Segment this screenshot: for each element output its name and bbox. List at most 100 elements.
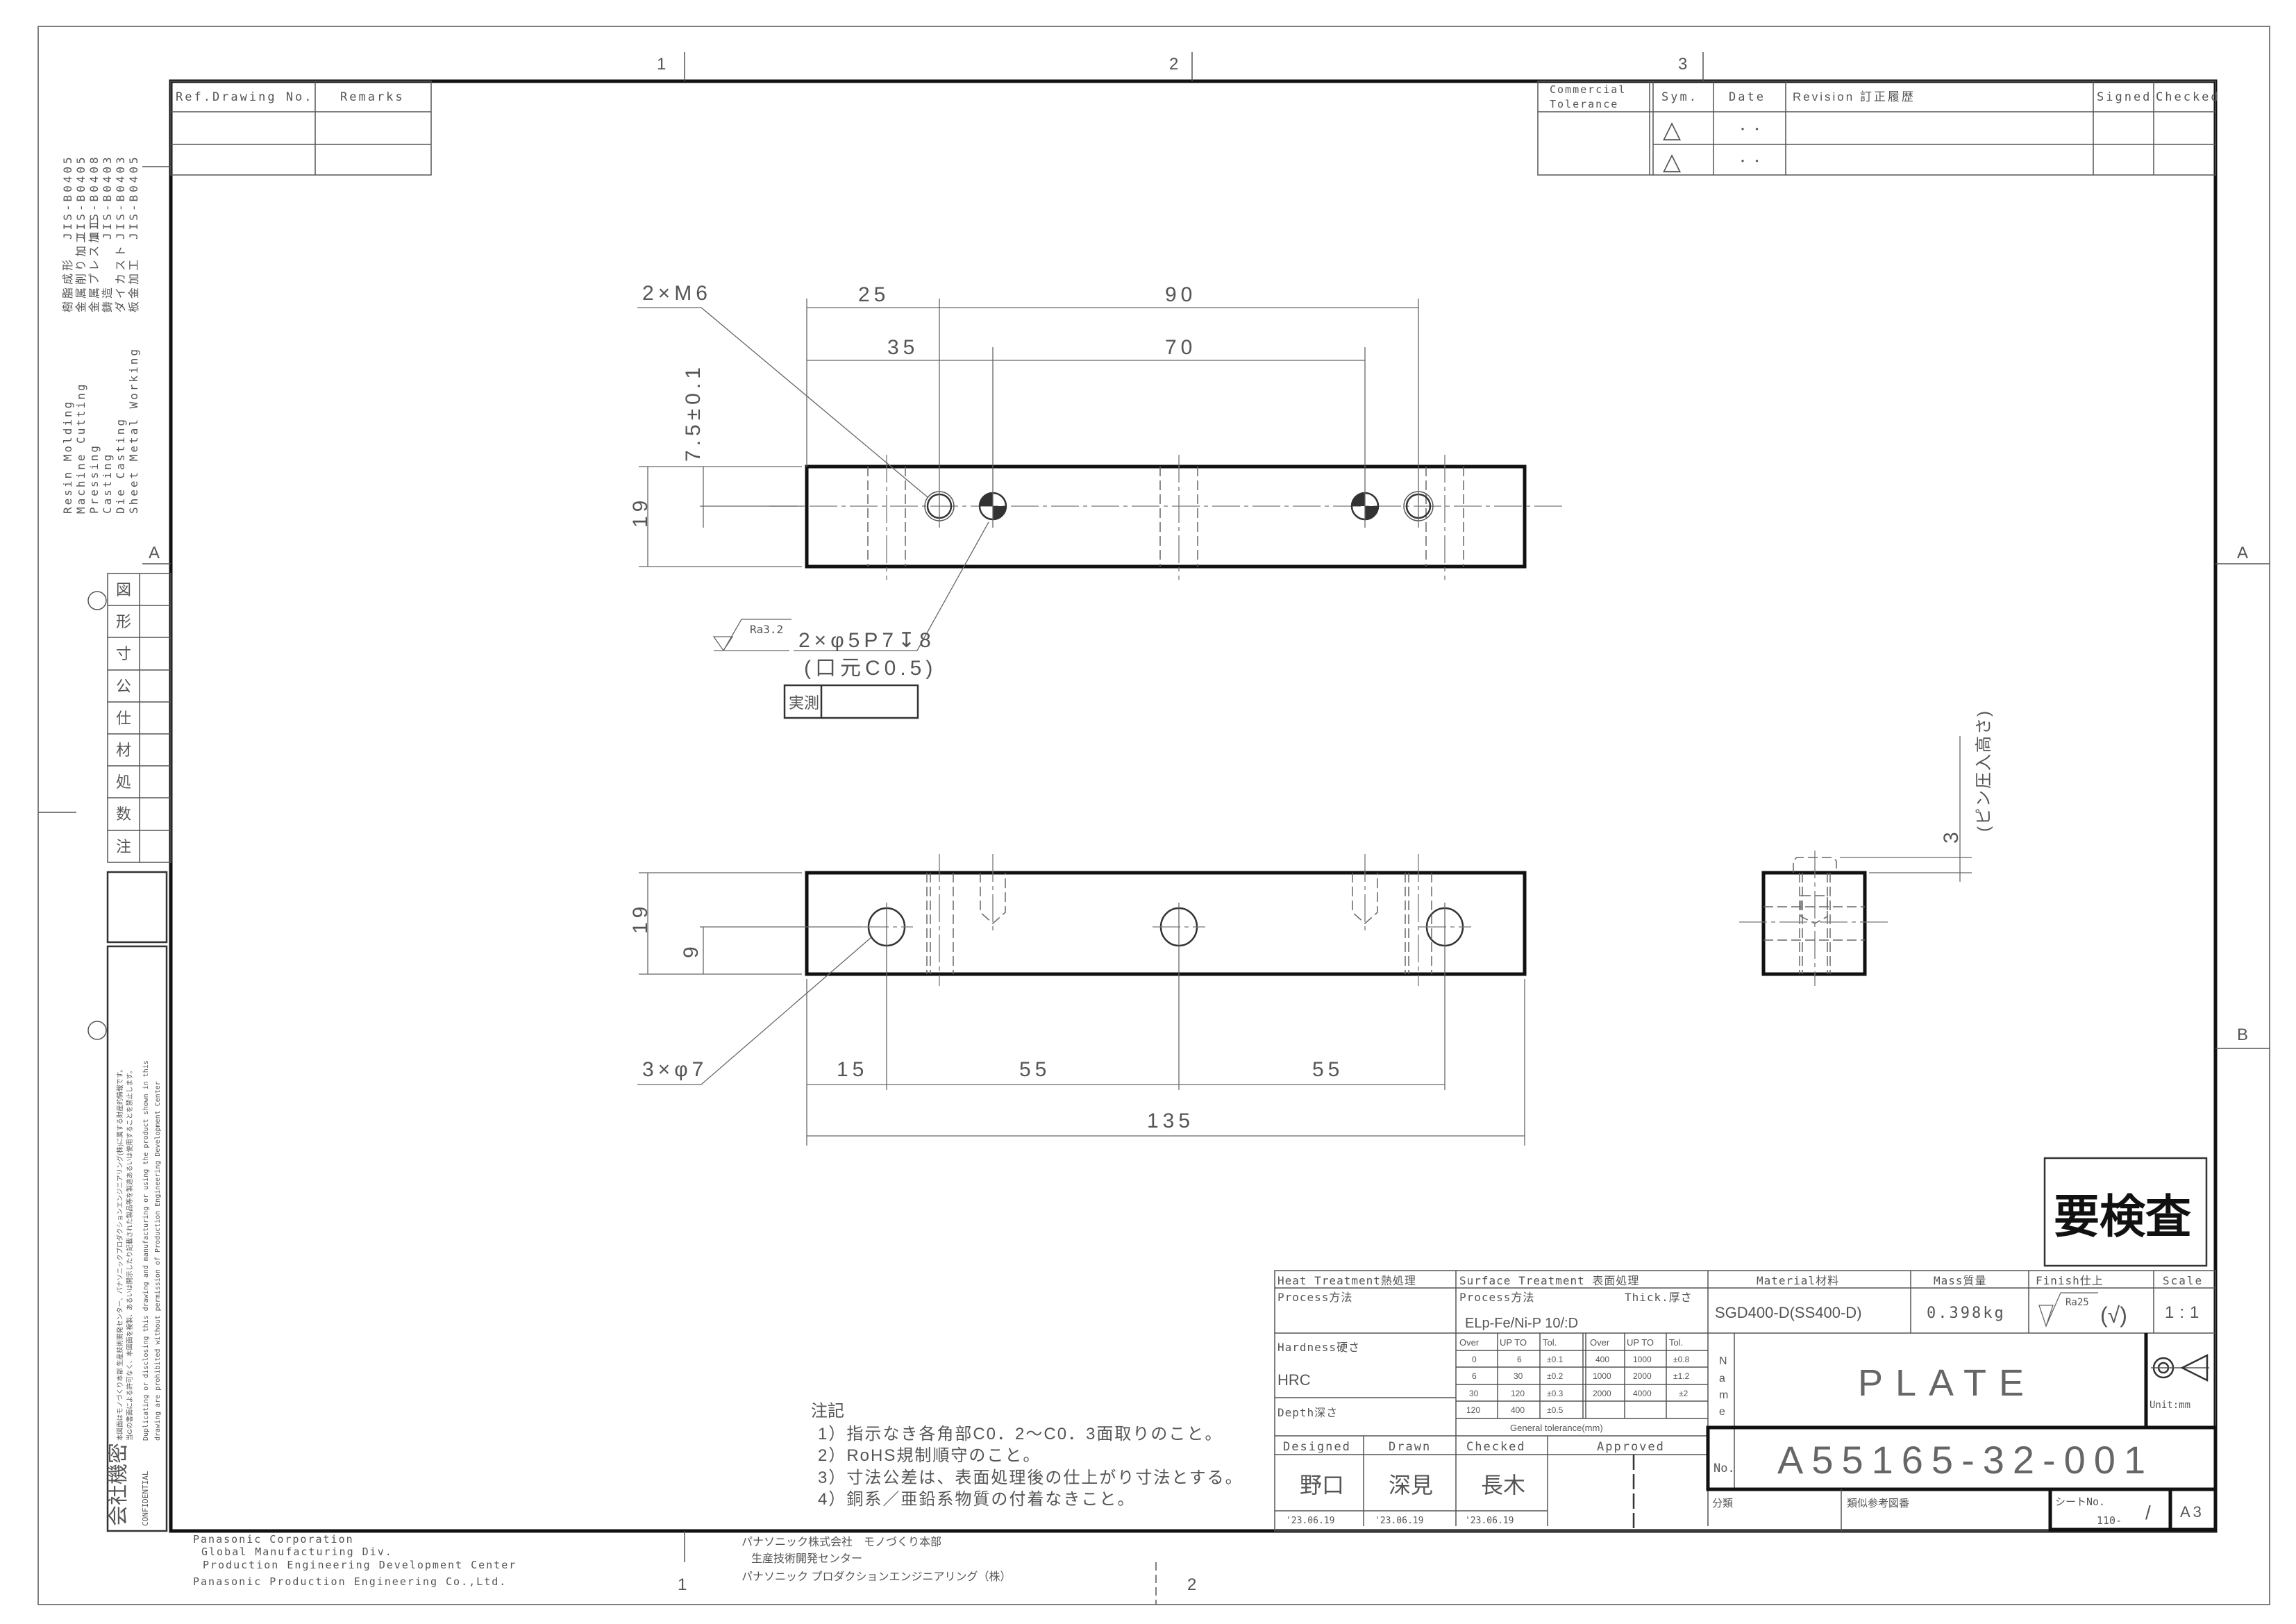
standard-jis: JIS-B0405 (74, 154, 87, 240)
note-item: 1）指示なき各角部C0．2～C0．3面取りのこと。 (818, 1425, 1223, 1443)
confidential-en-1: Duplicating or disclosing this drawing a… (142, 1060, 150, 1441)
tol-cell: ±0.5 (1547, 1405, 1564, 1415)
stamp-box (106, 871, 168, 944)
check-item: 形 (116, 613, 131, 630)
tol-header: Tol. (1543, 1337, 1557, 1348)
tol-cell: 6 (1472, 1371, 1477, 1381)
tol-cell: ±2 (1679, 1389, 1689, 1398)
number-label: No. (1713, 1462, 1735, 1475)
pin-chamfer: (口元C0.5) (804, 657, 937, 680)
zone-markers: 1 2 3 A B A 1 2 (38, 52, 2270, 1605)
tol-cell: 400 (1511, 1405, 1525, 1415)
hardness-value: HRC (1277, 1371, 1311, 1389)
depth-label: Depth深さ (1277, 1406, 1338, 1419)
measured-label: 実測 (789, 694, 819, 712)
standard-jis: JIS-B0403 (114, 154, 127, 240)
sym-header: Sym. (1661, 90, 1698, 104)
sheet-separator: / (2145, 1502, 2151, 1523)
check-item: 処 (116, 773, 131, 791)
tol-cell: 0 (1472, 1355, 1477, 1364)
company-jp: パナソニック プロダクションエンジニアリング（株） (741, 1571, 1011, 1583)
tol-cell: 30 (1469, 1389, 1479, 1398)
check-list: 図 形 寸 公 仕 材 処 数 注 (87, 573, 171, 944)
revision-sym-icon: △ (1663, 117, 1682, 143)
notes: 注記 1）指示なき各角部C0．2～C0．3面取りのこと。 2）RoHS規制順守の… (811, 1402, 1243, 1509)
finish-ra: Ra25 (2065, 1297, 2089, 1308)
dim-35: 35 (887, 336, 919, 359)
zone-left-a: A (149, 544, 160, 562)
standard-jis: JIS-B0403 (101, 154, 114, 240)
material-value: SGD400-D(SS400-D) (1715, 1304, 1862, 1321)
checked-date: '23.06.19 (1465, 1516, 1514, 1526)
finish-label: Finish仕上 (2036, 1274, 2104, 1287)
plate-outline (805, 464, 1527, 569)
confidential-jp-1: 本図面はモノづくり本部 生産技術開発センター、パナソニックプロダクションエンジニ… (116, 1066, 124, 1441)
tol-header: UP TO (1500, 1337, 1527, 1348)
top-view: 25 90 35 70 19 7.5±0.1 2×M6 Ra3.2 2×φ5P7… (629, 282, 1562, 719)
check-item: 寸 (116, 645, 131, 662)
checked-header: Checked (2156, 90, 2220, 104)
dim-90: 90 (1165, 283, 1196, 306)
notes-title: 注記 (811, 1402, 844, 1421)
standard-jp: ダイカスト (115, 243, 127, 312)
tol-cell: 2000 (1593, 1389, 1611, 1398)
scale-value: 1:1 (2165, 1303, 2204, 1322)
name-label: e (1719, 1406, 1725, 1418)
company-en: Production Engineering Development Cente… (203, 1559, 517, 1571)
similar-ref-label: 類似参考図番 (1847, 1498, 1909, 1509)
standard-jp: 鋳造 (101, 285, 114, 312)
inspection-stamp: 要検査 (2043, 1157, 2208, 1267)
tol-header: Over (1459, 1337, 1480, 1348)
dim-55: 55 (1312, 1058, 1343, 1081)
zone-right-b: B (2237, 1026, 2248, 1044)
hidden-holes (867, 455, 1464, 580)
sheet-label: シートNo. (2055, 1496, 2105, 1508)
signed-header: Signed (2097, 90, 2152, 104)
sheet-value: 110- (2097, 1514, 2122, 1527)
material-label: Material材料 (1757, 1274, 1839, 1287)
part-name: PLATE (1858, 1362, 2036, 1404)
dim-25: 25 (858, 283, 889, 306)
surface-roughness-icon (712, 619, 791, 652)
tol-header: Over (1590, 1337, 1610, 1348)
dim-center-7-5: 7.5±0.1 (682, 363, 705, 462)
tol-caption: General tolerance(mm) (1510, 1423, 1603, 1433)
punch-hole-icon (87, 1021, 107, 1040)
drawn-date: '23.06.19 (1375, 1516, 1423, 1526)
dim-center-9: 9 (680, 942, 703, 958)
drawn-header: Drawn (1389, 1440, 1431, 1454)
standard-en: Sheet Metal Working (127, 347, 140, 514)
tol-cell: 120 (1466, 1405, 1480, 1415)
revision-header: Revision 訂正履歴 (1793, 90, 1916, 103)
tol-cell: ±1.2 (1673, 1371, 1690, 1381)
standard-jis: JIS-B0405 (127, 154, 140, 240)
heat-treatment-label: Heat Treatment熱処理 (1277, 1274, 1416, 1287)
standard-en: Machine Cutting (74, 383, 87, 514)
outer-border (37, 26, 2270, 1605)
note-item: 3）寸法公差は、表面処理後の仕上がり寸法とする。 (818, 1468, 1243, 1487)
thread-callout: 2×M6 (642, 282, 712, 305)
tol-cell: 6 (1517, 1355, 1522, 1364)
tol-cell: 30 (1514, 1371, 1523, 1381)
standard-jp: 樹脂成形 (62, 257, 74, 312)
front-view: 15 55 55 135 19 9 3×φ7 (629, 854, 1527, 1146)
dim-70: 70 (1165, 336, 1196, 359)
confidential-notice: 会社機密 本図面はモノづくり本部 生産技術開発センター、パナソニックプロダクショ… (87, 945, 168, 1532)
dim-3: 3 (1940, 828, 1963, 844)
mass-value: 0.398kg (1927, 1305, 2006, 1322)
surface-process-value: ELp-Fe/Ni-P 10/:D (1465, 1316, 1578, 1331)
check-item: 仕 (116, 710, 131, 727)
scale-label: Scale (2163, 1274, 2203, 1287)
revision-sym-icon: △ (1663, 149, 1682, 175)
name-label: m (1719, 1389, 1728, 1401)
note-item: 2）RoHS規制順守のこと。 (818, 1446, 1041, 1465)
note-item: 4）銅系／亜鉛系物質の付着なきこと。 (818, 1490, 1135, 1509)
check-item: 公 (116, 678, 131, 695)
revision-date: ・ ・ (1737, 124, 1762, 136)
standard-jis: JIS-B0405 (61, 154, 74, 240)
hardness-label: Hardness硬さ (1277, 1341, 1360, 1354)
confidential-en-2: drawing are prohibited without permissio… (154, 1081, 162, 1441)
tol-cell: ±0.1 (1547, 1355, 1564, 1364)
